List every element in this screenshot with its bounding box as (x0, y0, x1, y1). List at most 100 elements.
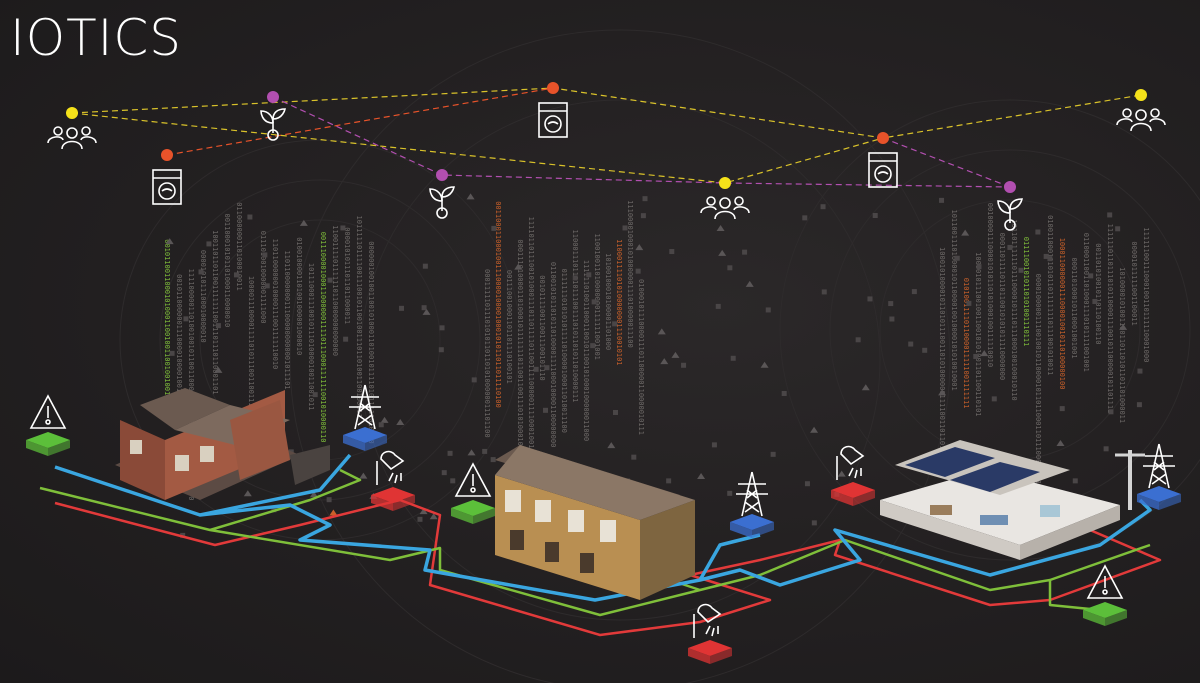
twin-node-plant-3[interactable] (997, 181, 1023, 231)
particle-triangle (716, 225, 725, 232)
particle-square (613, 409, 619, 415)
warning-thermometer-icon (454, 462, 492, 497)
binary-stream: 0010110000001110000100001001 (175, 274, 183, 392)
sensor-warning-8[interactable] (1083, 564, 1127, 626)
particle-square (183, 316, 189, 322)
particle-square (727, 265, 733, 271)
binary-stream: 0000001001001100101000110100101111010111… (367, 241, 375, 443)
sensor-box (688, 640, 732, 664)
sensor-pylon-5[interactable] (730, 471, 774, 538)
status-dot (1135, 89, 1147, 101)
binary-stream: 00001010111011011000011 (343, 227, 351, 324)
status-dot (66, 107, 78, 119)
status-dot (161, 149, 173, 161)
particle-square (867, 296, 873, 302)
particle-square (811, 520, 817, 526)
pylon-icon (349, 384, 381, 430)
sensor-pylon-7[interactable] (1137, 443, 1181, 510)
particle-triangle (697, 473, 706, 480)
sensor-shower-6[interactable] (831, 445, 875, 506)
binary-stream: 0010111100110011100101110 (538, 275, 546, 380)
sensor-warning-4[interactable] (451, 462, 495, 524)
binary-stream: 0011100001000110000001111011100011111100… (319, 232, 327, 443)
twin-node-washer-2[interactable] (538, 82, 568, 138)
particle-square (312, 392, 318, 398)
binary-stream: 100001110000111101011100110011111 (247, 276, 255, 415)
particle-triangle (467, 449, 476, 456)
particle-square (802, 215, 808, 221)
particle-square (855, 337, 861, 343)
sensor-warning-1[interactable] (26, 394, 70, 456)
status-dot (1004, 181, 1016, 193)
binary-stream: 1011111011110011100101100100111011010011… (355, 216, 363, 418)
particle-square (1092, 298, 1098, 304)
sensor-box (1083, 602, 1127, 626)
binary-stream: 10111000111001011101000010011001011 (307, 263, 315, 411)
particle-triangle (309, 491, 318, 498)
particle-square (572, 275, 578, 281)
particle-square (1072, 478, 1078, 484)
binary-stream: 1111110110111010110000111001011000001011… (1106, 224, 1114, 414)
particle-square (711, 442, 717, 448)
binary-stream: 0101001111011000011111001111111 (962, 278, 970, 409)
particle-square (820, 204, 826, 210)
particle-square (742, 249, 748, 255)
particle-square (441, 470, 447, 476)
particle-square (1043, 253, 1049, 259)
iotics-logo: IOTICS (10, 9, 183, 67)
particle-square (681, 362, 687, 368)
sensor-devices (26, 384, 1181, 664)
twin-node-people-2[interactable] (700, 177, 750, 220)
binary-stream: 00011011110110110010101011110000000 (998, 233, 1006, 381)
particle-square (471, 377, 477, 383)
particle-square (966, 300, 972, 306)
binary-data-streams: 0010110011000101000110010011001001001000… (163, 200, 1150, 505)
status-dot (436, 169, 448, 181)
twin-node-people-3[interactable] (1116, 89, 1166, 132)
particle-square (1018, 267, 1024, 273)
particle-square (642, 196, 648, 202)
blue-path (54, 453, 1152, 602)
particle-square (490, 457, 496, 463)
sensor-shower-3[interactable] (371, 450, 415, 511)
binary-stream: 011000110011010001110101111001001 (1082, 233, 1090, 372)
warning-thermometer-icon (29, 394, 67, 429)
binary-stream: 1000101000010110101110011010100000011110… (938, 247, 946, 449)
particle-triangle (1056, 440, 1065, 447)
binary-stream: 1011001110100001011000010010000101010010… (950, 209, 958, 390)
particle-square (669, 249, 675, 255)
twin-node-washer-1[interactable] (152, 149, 182, 205)
binary-stream: 1011011111101110000101110111000100100010… (1010, 219, 1018, 400)
twin-node-plant-1[interactable] (260, 91, 286, 141)
particle-square (1088, 273, 1094, 279)
particle-square (544, 365, 550, 371)
sensor-box (1137, 486, 1181, 510)
sensor-shower-9[interactable] (688, 603, 732, 664)
plant-icon (260, 108, 286, 141)
particle-square (450, 478, 456, 484)
binary-stream: 001100010101101000110000010 (223, 213, 231, 327)
particle-square (804, 481, 810, 487)
binary-stream: 11111100111000100110111110001000 (1142, 227, 1150, 362)
particle-triangle (419, 508, 428, 515)
binary-stream: 110001111010100000001110010101 (615, 239, 623, 365)
twin-node-people-1[interactable] (47, 107, 97, 150)
particle-triangle (422, 308, 431, 315)
particle-triangle (718, 249, 727, 256)
particle-triangle (299, 219, 308, 226)
particle-triangle (1119, 323, 1128, 330)
sensor-box (831, 482, 875, 506)
sensor-pylon-2[interactable] (343, 384, 387, 451)
twin-node-plant-2[interactable] (429, 169, 455, 219)
warning-thermometer-icon (1086, 564, 1124, 599)
binary-stream: 100011000000111000010010110100000100 (1058, 238, 1066, 390)
shower-icon (836, 445, 865, 480)
particle-triangle (214, 366, 223, 373)
binary-stream: 01001100010101011011111110111001010011 (1046, 215, 1054, 375)
twin-node-washer-3[interactable] (868, 132, 898, 188)
people-icon (47, 126, 97, 150)
particle-square (198, 269, 204, 275)
particle-square (1047, 256, 1053, 262)
particle-square (378, 422, 384, 428)
